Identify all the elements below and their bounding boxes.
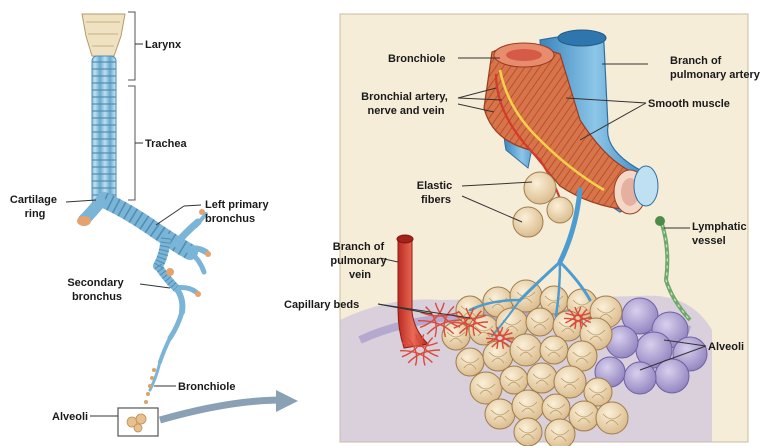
alveolus xyxy=(485,399,515,429)
label-cartilage-ring: Cartilage ring xyxy=(10,194,60,220)
label-secondary-bronchus-line1: Secondary xyxy=(67,277,124,289)
label-left-primary-bronchus-line2: bronchus xyxy=(205,213,255,225)
label-alveoli-right: Alveoli xyxy=(708,341,744,353)
label-branch-pulmonary-artery-line2: pulmonary artery xyxy=(670,69,761,81)
label-elastic-fibers-line1: Elastic xyxy=(417,180,452,192)
label-trachea: Trachea xyxy=(145,138,187,150)
alveolus xyxy=(527,363,557,393)
label-bronchiole-right: Bronchiole xyxy=(388,53,445,65)
alveolus xyxy=(510,334,542,366)
alveolus xyxy=(456,348,484,376)
larynx-shape xyxy=(82,14,125,56)
label-branch-pulmonary-vein-line3: vein xyxy=(349,269,371,281)
alveolus xyxy=(500,366,528,394)
alveolus xyxy=(512,390,544,422)
label-capillary-beds: Capillary beds xyxy=(284,299,359,311)
label-smooth-muscle: Smooth muscle xyxy=(648,98,730,110)
label-branch-pulmonary-vein-line1: Branch of xyxy=(333,241,385,253)
trachea-shape xyxy=(92,56,116,204)
label-cartilage-ring-line1: Cartilage xyxy=(10,194,57,206)
label-elastic-fibers-line2: fibers xyxy=(421,194,451,206)
label-secondary-bronchus-line2: bronchus xyxy=(72,291,122,303)
alveolus xyxy=(545,419,575,446)
label-lymphatic-vessel-line1: Lymphatic xyxy=(692,221,747,233)
label-cartilage-ring-line2: ring xyxy=(25,208,46,220)
label-left-primary-bronchus: Left primary bronchus xyxy=(205,199,272,225)
label-bronchiole-left: Bronchiole xyxy=(178,381,235,393)
label-left-primary-bronchus-line1: Left primary xyxy=(205,199,269,211)
label-branch-pulmonary-artery-line1: Branch of xyxy=(670,55,722,67)
label-lymphatic-vessel-line2: vessel xyxy=(692,235,726,247)
label-secondary-bronchus: Secondary bronchus xyxy=(67,277,126,303)
alveolus xyxy=(540,336,568,364)
left-panel xyxy=(66,12,298,436)
alveolus xyxy=(526,308,554,336)
label-larynx: Larynx xyxy=(145,39,182,51)
alveolus xyxy=(542,394,570,422)
label-branch-pulmonary-vein-line2: pulmonary xyxy=(330,255,387,267)
label-alveoli-left: Alveoli xyxy=(52,411,88,423)
alveolus xyxy=(596,402,628,434)
alveolus xyxy=(514,418,542,446)
label-bronchial-artery-line2: nerve and vein xyxy=(367,105,444,117)
magnify-arrow xyxy=(160,400,282,420)
alveolus xyxy=(554,366,586,398)
label-bronchial-artery-line1: Bronchial artery, xyxy=(361,91,448,103)
